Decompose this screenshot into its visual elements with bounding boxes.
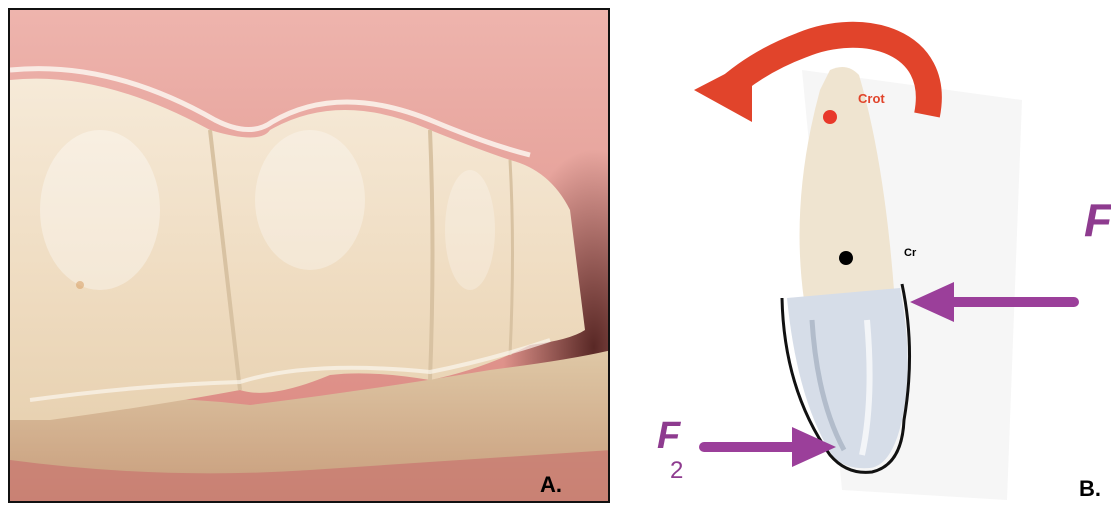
cr-point	[839, 251, 853, 265]
force1-label: F	[1084, 194, 1111, 246]
force2-label: F	[657, 415, 682, 457]
photo-panel: A.	[8, 8, 610, 503]
panel-a-label: A.	[540, 472, 562, 498]
crot-point	[823, 110, 837, 124]
force2-subscript: 2	[670, 457, 683, 484]
aligner-photo	[10, 10, 610, 503]
panel-b-label: B.	[1079, 476, 1101, 502]
tooth-force-diagram: Crot Cr F F 2	[612, 0, 1111, 510]
tooth-diagram-panel: Crot Cr F F 2 B.	[612, 0, 1111, 510]
crot-label: Crot	[858, 91, 885, 106]
cr-label: Cr	[904, 247, 917, 259]
